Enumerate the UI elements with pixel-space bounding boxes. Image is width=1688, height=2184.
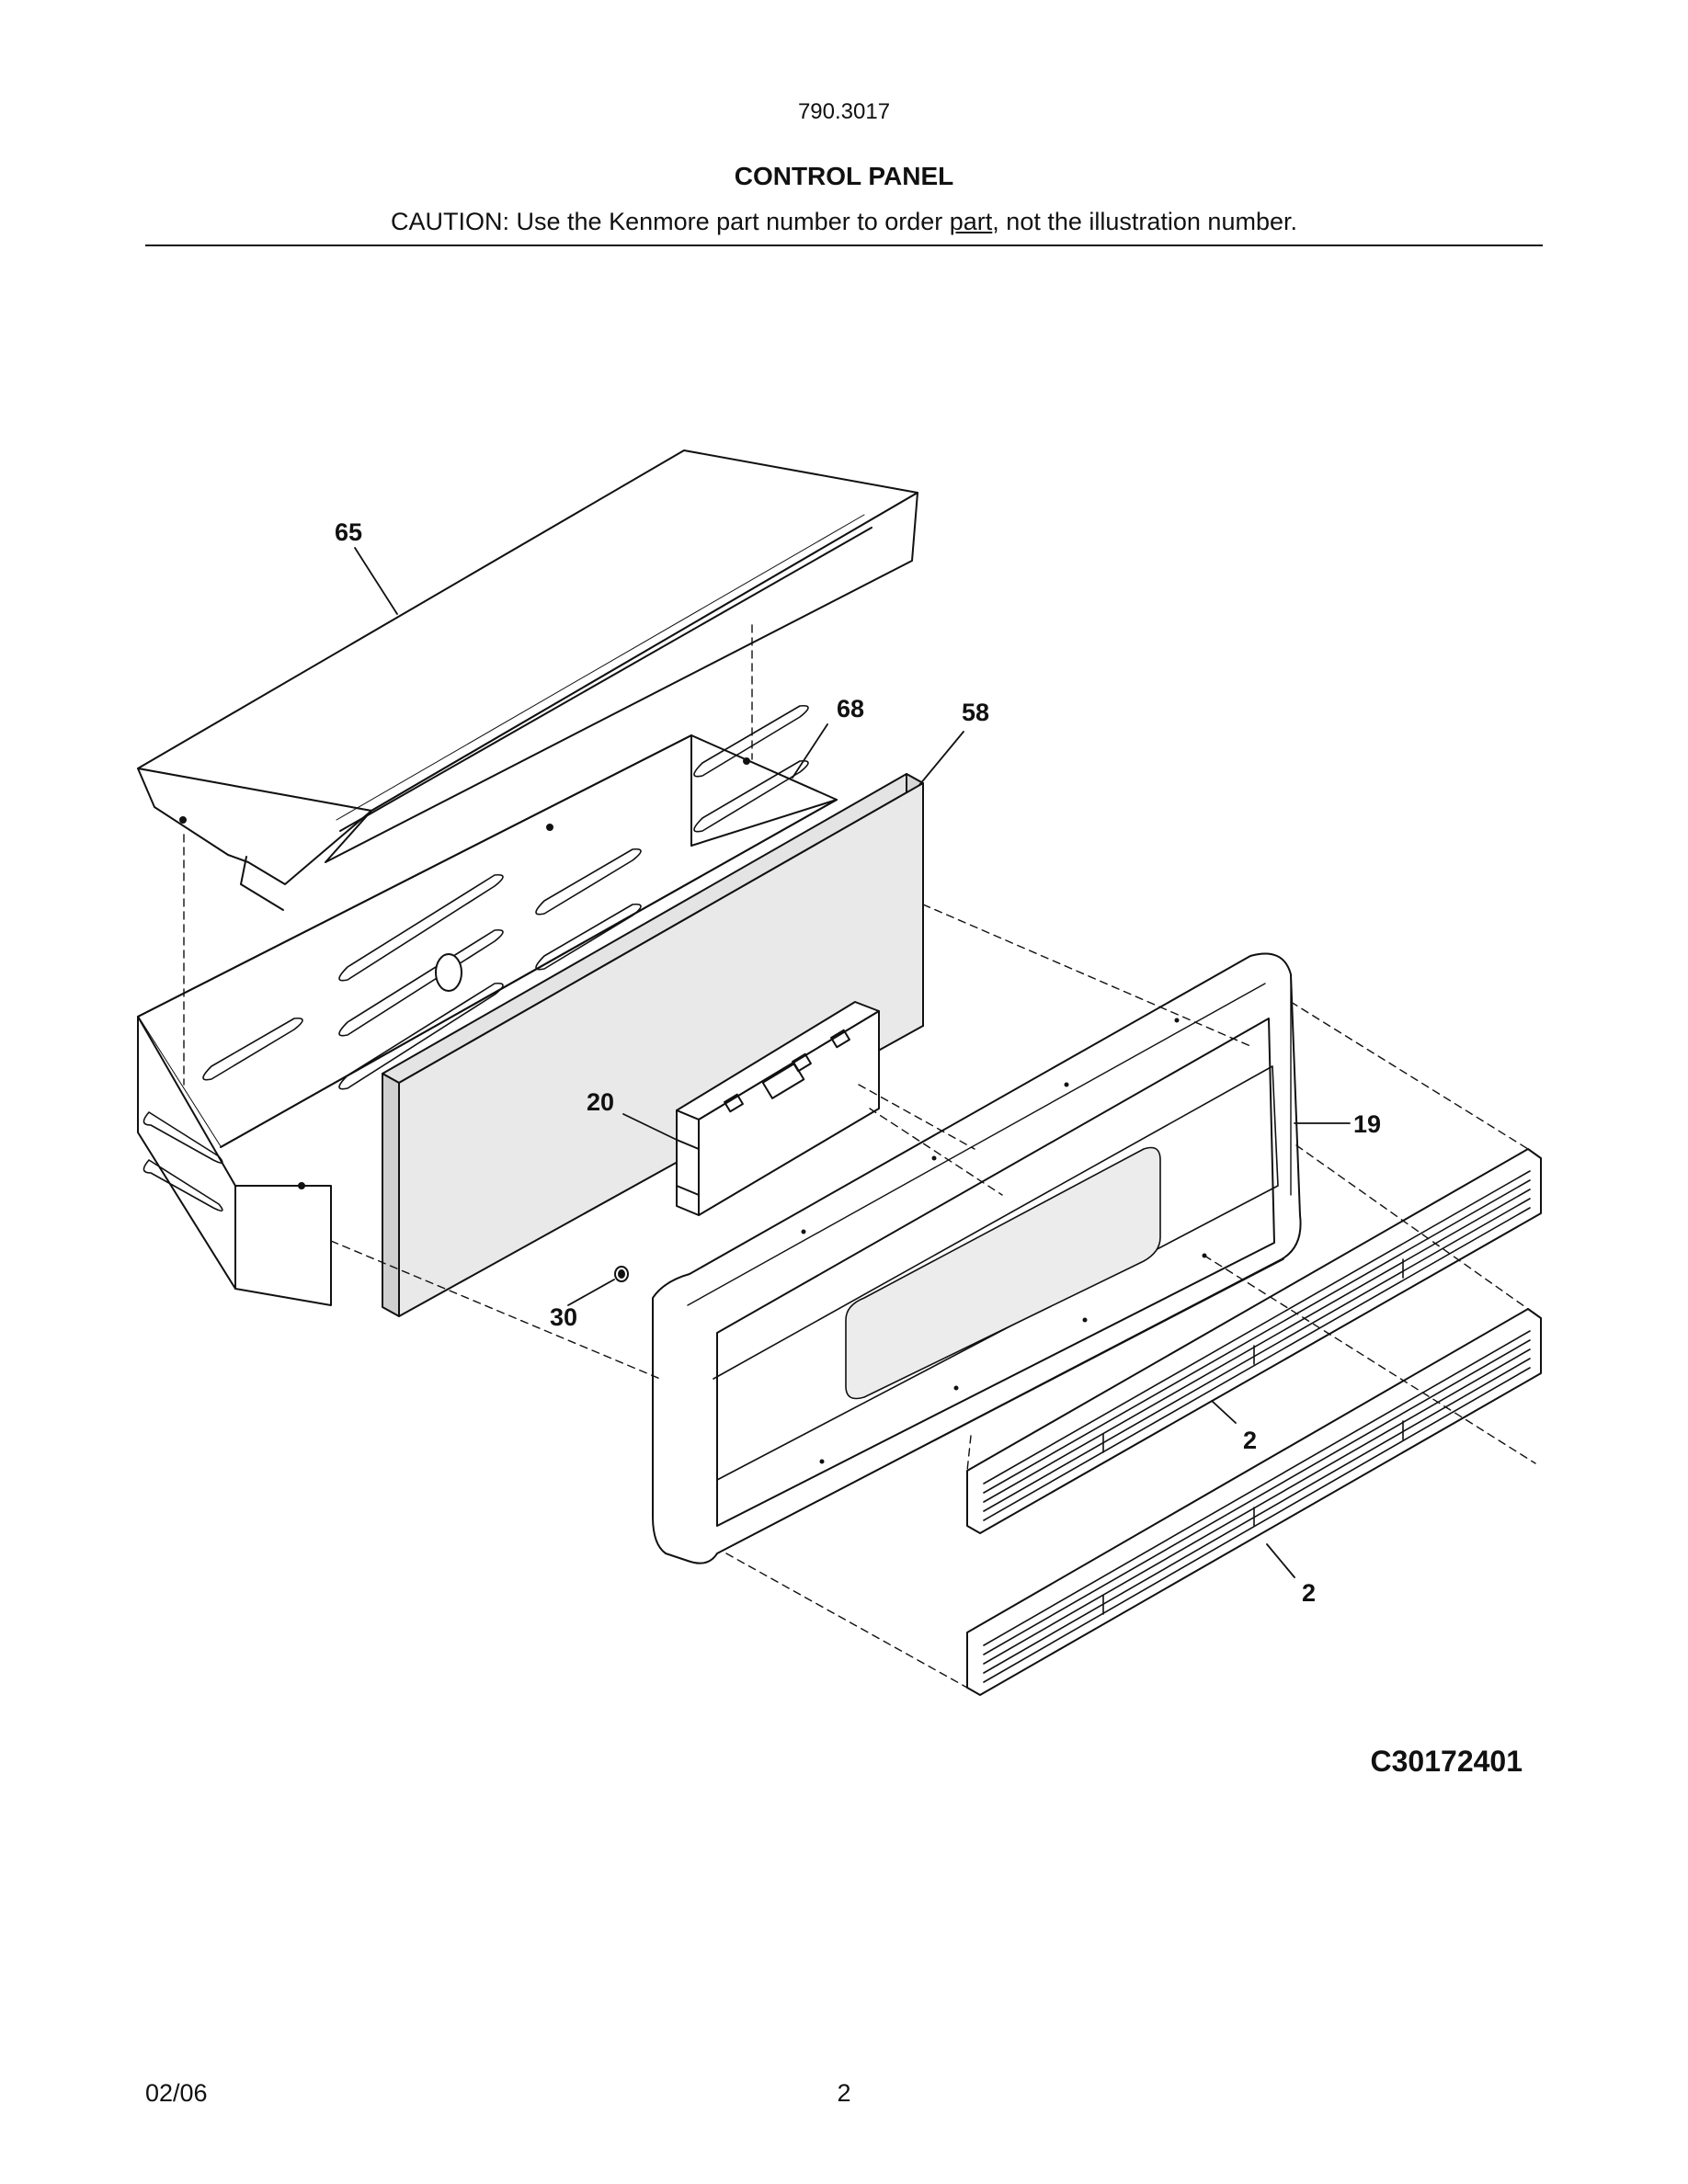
model-number: 790.3017 bbox=[797, 99, 891, 124]
assembly-guide-lines bbox=[183, 624, 1536, 1689]
callout-2-lower: 2 bbox=[1302, 1579, 1316, 1607]
caution-note: CAUTION: Use the Kenmore part number to … bbox=[0, 208, 1688, 236]
callout-30: 30 bbox=[550, 1303, 577, 1331]
illustration-code: C30172401 bbox=[1370, 1745, 1523, 1778]
rear-box-part bbox=[137, 704, 838, 1306]
header-divider bbox=[145, 245, 1543, 246]
caution-text-start: CAUTION: Use the Kenmore part number to … bbox=[391, 208, 950, 235]
upper-vent-grille-part bbox=[966, 1148, 1542, 1534]
callout-20: 20 bbox=[587, 1088, 614, 1116]
callout-2-upper: 2 bbox=[1243, 1427, 1257, 1454]
callout-leaders bbox=[354, 547, 1351, 1578]
callout-65: 65 bbox=[335, 518, 362, 546]
screw-part bbox=[614, 1266, 629, 1282]
page-number: 2 bbox=[837, 2079, 851, 2107]
caution-text-underlined: part bbox=[949, 208, 993, 235]
page-title: CONTROL PANEL bbox=[734, 162, 954, 190]
control-panel-frame-part bbox=[652, 952, 1302, 1564]
electronic-control-part bbox=[676, 1001, 880, 1216]
top-cover-part bbox=[137, 449, 918, 911]
caution-text-end: , not the illustration number. bbox=[992, 208, 1297, 235]
lower-vent-grille-part bbox=[966, 1308, 1542, 1696]
callout-19: 19 bbox=[1353, 1110, 1381, 1138]
callout-58: 58 bbox=[962, 699, 989, 726]
footer-date: 02/06 bbox=[145, 2079, 208, 2107]
callout-68: 68 bbox=[837, 695, 864, 722]
insulation-panel-part bbox=[382, 773, 924, 1317]
